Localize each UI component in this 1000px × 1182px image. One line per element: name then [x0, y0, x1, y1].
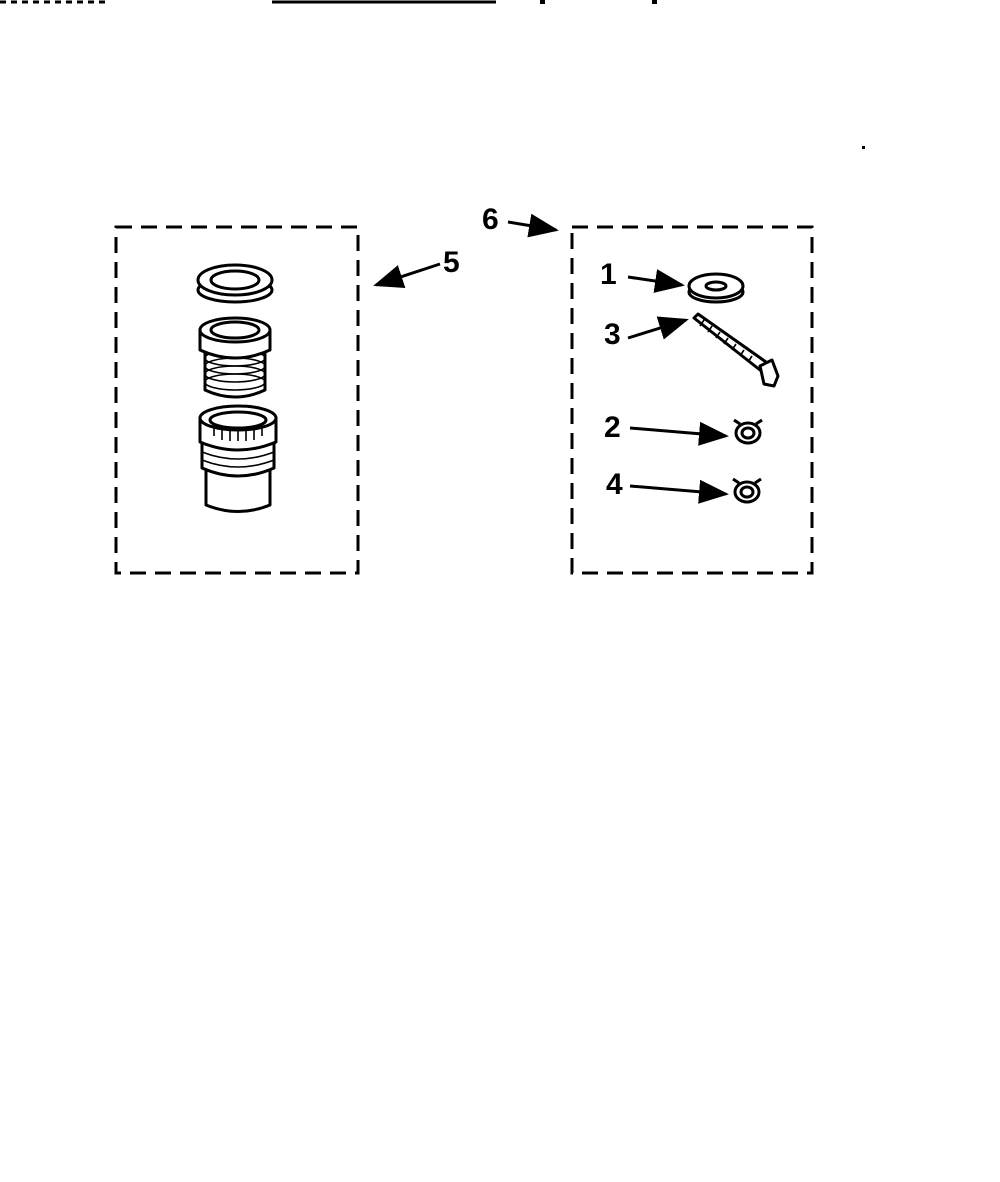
- threaded-adapter-part: [198, 316, 272, 399]
- part-2-label: 2: [604, 411, 621, 444]
- hose-clamp-2-part: [732, 477, 762, 504]
- part-4-leader: [629, 479, 729, 504]
- screw-part: [692, 312, 780, 388]
- part-2-leader: [629, 421, 729, 446]
- washer-ring-part: [196, 263, 274, 304]
- kit-5-box: [114, 225, 360, 575]
- hose-clamp-part: [733, 418, 763, 445]
- kit-5-leader: [373, 262, 441, 288]
- kit-6-leader: [507, 213, 559, 238]
- part-4-label: 4: [606, 468, 623, 501]
- kit-5-label: 5: [443, 246, 460, 279]
- cropped-header-fragment: [0, 0, 865, 149]
- part-3-label: 3: [604, 318, 621, 351]
- part-1-label: 1: [600, 258, 617, 291]
- kit-6-label: 6: [482, 203, 499, 236]
- part-3-leader: [627, 316, 689, 340]
- kit-6-box: [570, 225, 814, 575]
- part-1-leader: [627, 269, 685, 293]
- coupling-part: [198, 404, 278, 513]
- flat-washer-part: [687, 272, 745, 304]
